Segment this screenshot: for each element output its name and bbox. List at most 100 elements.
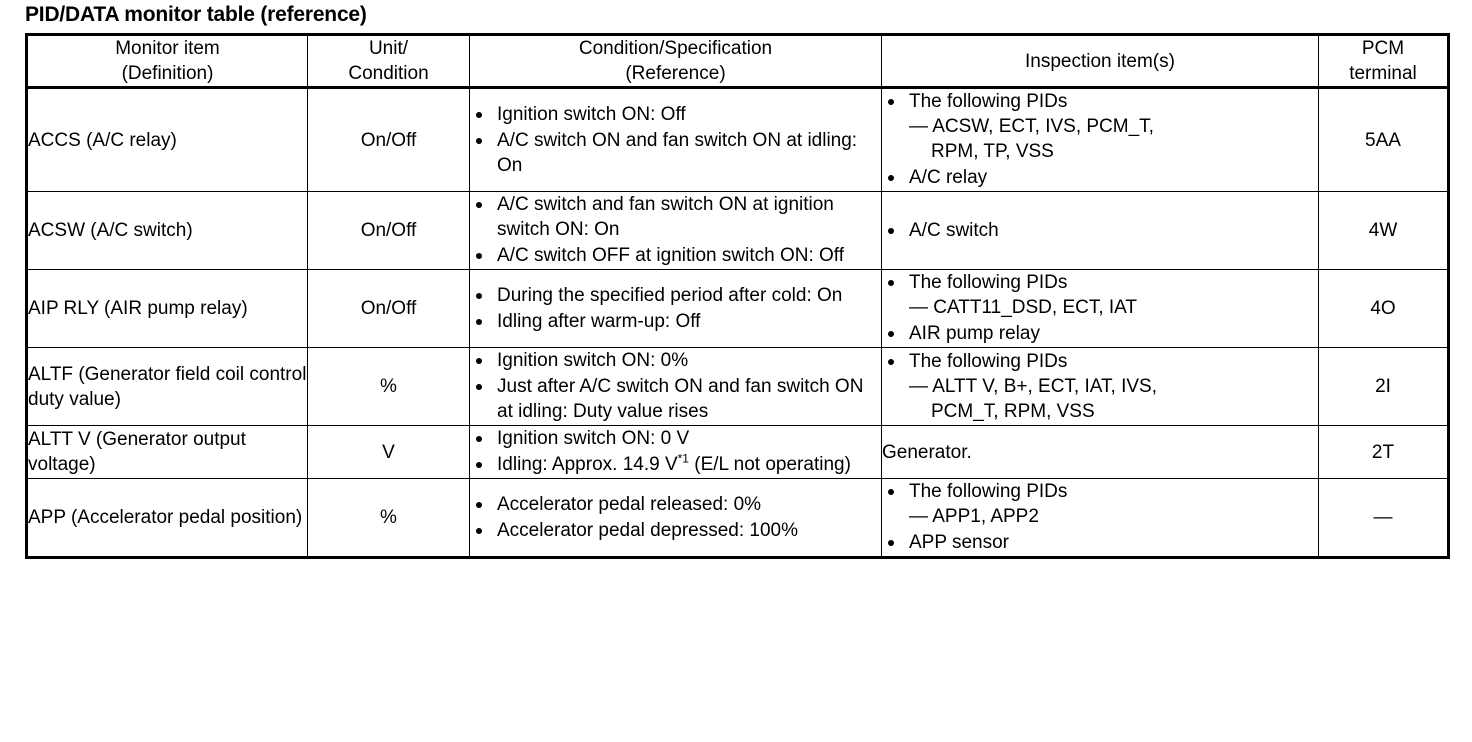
footnote-marker: *1	[677, 451, 689, 466]
item-text: AIR pump relay	[909, 323, 1040, 344]
cell-inspection-items: The following PIDs — ACSW, ECT, IVS, PCM_…	[881, 87, 1319, 192]
cell-unit-condition: On/Off	[307, 191, 470, 270]
header-row: Monitor item (Definition) Unit/ Conditio…	[25, 33, 1450, 89]
header-line-2: (Definition)	[121, 63, 214, 84]
inspection-list: A/C switch	[882, 218, 1318, 243]
list-item: A/C switch and fan switch ON at ignition…	[470, 192, 881, 242]
header-line-2: terminal	[1349, 63, 1417, 84]
item-text: Ignition switch ON: Off	[497, 103, 686, 125]
item-text: The following PIDs	[909, 91, 1068, 112]
cell-unit-condition: On/Off	[307, 269, 470, 348]
inspection-list: The following PIDs — ACSW, ECT, IVS, PCM_…	[882, 89, 1318, 190]
sub-item-continuation: RPM, TP, VSS	[931, 141, 1054, 162]
list-item: The following PIDs — CATT11_DSD, ECT, IAT	[882, 270, 1318, 320]
list-item: The following PIDs — ACSW, ECT, IVS, PCM_…	[882, 89, 1318, 164]
header-line-1: Inspection item(s)	[1025, 50, 1175, 72]
item-text: Accelerator pedal depressed: 100%	[497, 519, 799, 541]
cell-unit-condition: %	[307, 478, 470, 559]
cell-inspection-items: The following PIDs — CATT11_DSD, ECT, IAT…	[881, 269, 1319, 348]
column-header-inspection-items: Inspection item(s)	[881, 33, 1319, 89]
header-line-1: Unit/	[368, 38, 409, 59]
table-row: APP (Accelerator pedal position)%Acceler…	[25, 478, 1450, 559]
item-text: A/C switch	[909, 219, 999, 241]
cell-inspection-items: Generator.	[881, 425, 1319, 479]
column-header-condition-specification: Condition/Specification (Reference)	[469, 33, 882, 89]
sub-item-text: — CATT11_DSD, ECT, IAT	[909, 297, 1138, 318]
cell-unit-condition: V	[307, 425, 470, 479]
condition-list: Ignition switch ON: 0 V Idling: Approx. 1…	[470, 426, 881, 477]
list-item: Ignition switch ON: Off	[470, 102, 881, 127]
item-text: APP sensor	[909, 532, 1009, 553]
list-item: Just after A/C switch ON and fan switch …	[470, 374, 881, 424]
header-line-1: Monitor item	[115, 38, 220, 59]
table-row: ALTF (Generator field coil control duty …	[25, 347, 1450, 426]
list-item: Ignition switch ON: 0 V	[470, 426, 881, 451]
item-text: A/C switch ON and fan switch ON at idlin…	[497, 129, 858, 176]
header-line-1: PCM	[1361, 38, 1405, 59]
list-item: A/C switch OFF at ignition switch ON: Of…	[470, 243, 881, 268]
list-item: The following PIDs — ALTT V, B+, ECT, IAT…	[882, 349, 1318, 424]
cell-monitor-item: ACSW (A/C switch)	[25, 191, 308, 270]
condition-list: Accelerator pedal released: 0% Accelerato…	[470, 492, 881, 543]
header-line-2: Condition	[348, 63, 429, 84]
cell-condition-specification: Ignition switch ON: 0 V Idling: Approx. 1…	[469, 425, 882, 479]
column-header-unit-condition: Unit/ Condition	[307, 33, 470, 89]
condition-text-tail: (E/L not operating)	[688, 454, 851, 475]
pid-data-monitor-table: Monitor item (Definition) Unit/ Conditio…	[25, 33, 1450, 559]
item-text: The following PIDs	[909, 272, 1068, 293]
cell-pcm-terminal: 4W	[1318, 191, 1450, 270]
cell-unit-condition: %	[307, 347, 470, 426]
list-item: A/C switch	[882, 218, 1318, 243]
item-text: Ignition switch ON: 0%	[497, 350, 689, 371]
list-item: A/C relay	[882, 165, 1318, 190]
item-text: The following PIDs	[909, 350, 1068, 372]
list-item: The following PIDs— APP1, APP2	[882, 479, 1318, 529]
sub-item-text: — ALTT V, B+, ECT, IAT, IVS,	[909, 375, 1157, 397]
sub-item-text: — ACSW, ECT, IVS, PCM_T,	[909, 116, 1154, 137]
inspection-text: Generator.	[882, 441, 972, 463]
condition-list: Ignition switch ON: 0% Just after A/C swi…	[470, 348, 881, 424]
cell-pcm-terminal: 2I	[1318, 347, 1450, 426]
list-item: Ignition switch ON: 0%	[470, 348, 881, 373]
page-title: PID/DATA monitor table (reference)	[25, 3, 367, 26]
cell-condition-specification: A/C switch and fan switch ON at ignition…	[469, 191, 882, 270]
cell-monitor-item: ALTT V (Generator output voltage)	[25, 425, 308, 479]
item-text: During the specified period after cold: …	[497, 284, 843, 306]
item-text: Accelerator pedal released: 0%	[497, 493, 762, 515]
list-item: A/C switch ON and fan switch ON at idlin…	[470, 128, 881, 178]
condition-list: A/C switch and fan switch ON at ignition…	[470, 192, 881, 268]
cell-condition-specification: Accelerator pedal released: 0% Accelerato…	[469, 478, 882, 559]
cell-pcm-terminal: 5AA	[1318, 87, 1450, 192]
header-line-2: (Reference)	[625, 63, 726, 84]
list-item: APP sensor	[882, 530, 1318, 555]
column-header-monitor-item: Monitor item (Definition)	[25, 33, 308, 89]
list-item: Accelerator pedal released: 0%	[470, 492, 881, 517]
table-header: Monitor item (Definition) Unit/ Conditio…	[25, 33, 1450, 89]
condition-list: During the specified period after cold: …	[470, 283, 881, 334]
list-item: AIR pump relay	[882, 321, 1318, 346]
list-item: Accelerator pedal depressed: 100%	[470, 518, 881, 543]
cell-monitor-item: APP (Accelerator pedal position)	[25, 478, 308, 559]
cell-monitor-item: AIP RLY (AIR pump relay)	[25, 269, 308, 348]
list-item: Idling after warm-up: Off	[470, 309, 881, 334]
cell-condition-specification: Ignition switch ON: 0% Just after A/C swi…	[469, 347, 882, 426]
column-header-pcm-terminal: PCM terminal	[1318, 33, 1450, 89]
header-line-1: Condition/Specification	[578, 38, 773, 59]
item-text: Idling after warm-up: Off	[497, 310, 701, 332]
table-row: AIP RLY (AIR pump relay)On/Off During the…	[25, 269, 1450, 348]
cell-monitor-item: ACCS (A/C relay)	[25, 87, 308, 192]
cell-monitor-item: ALTF (Generator field coil control duty …	[25, 347, 308, 426]
condition-text: Idling: Approx. 14.9 V	[497, 454, 678, 475]
item-text: The following PIDs	[909, 481, 1068, 502]
cell-inspection-items: A/C switch	[881, 191, 1319, 270]
list-item: During the specified period after cold: …	[470, 283, 881, 308]
cell-pcm-terminal: —	[1318, 478, 1450, 559]
item-text: A/C switch OFF at ignition switch ON: Of…	[497, 245, 845, 266]
sub-item-continuation: PCM_T, RPM, VSS	[931, 400, 1095, 422]
